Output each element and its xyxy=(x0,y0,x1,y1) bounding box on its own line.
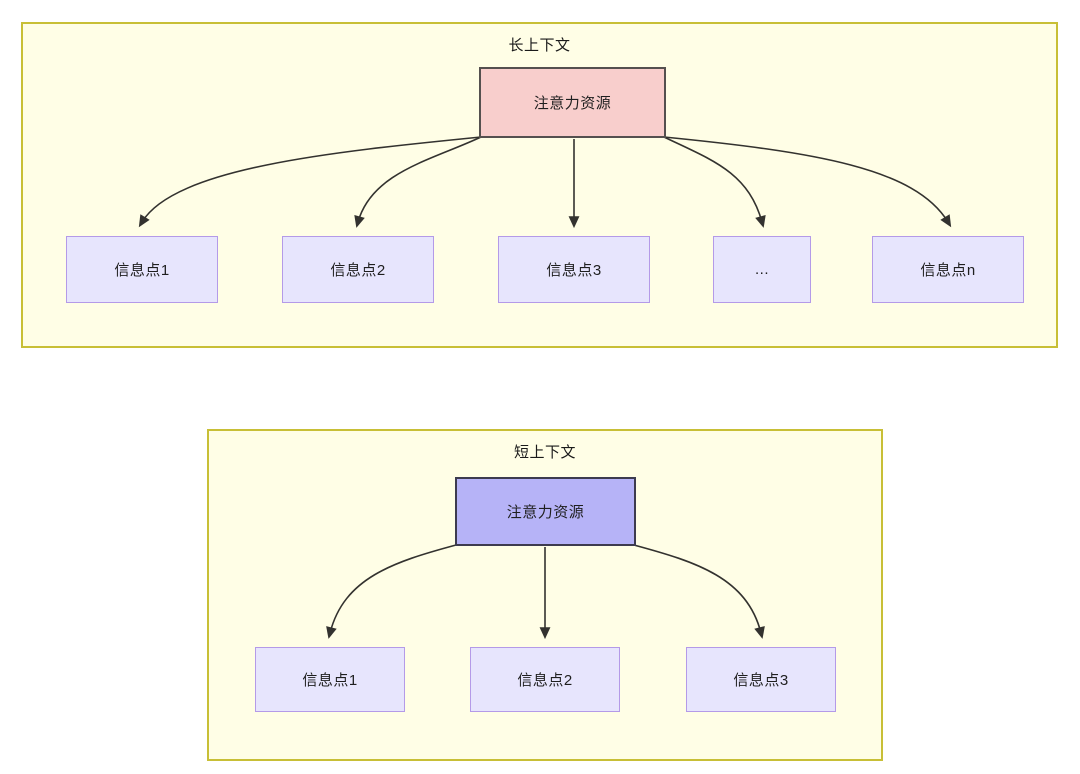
node-long-info-ellipsis[interactable]: ... xyxy=(713,236,811,303)
node-long-info-1-label: 信息点1 xyxy=(114,262,170,279)
node-long-info-n-label: 信息点n xyxy=(920,262,976,279)
node-short-attention-resource[interactable]: 注意力资源 xyxy=(455,477,636,546)
node-long-info-n[interactable]: 信息点n xyxy=(872,236,1024,303)
node-long-info-2-label: 信息点2 xyxy=(330,262,386,279)
node-short-info-2[interactable]: 信息点2 xyxy=(470,647,620,712)
node-long-info-3[interactable]: 信息点3 xyxy=(498,236,650,303)
panel-short-context-title: 短上下文 xyxy=(513,444,576,461)
node-long-info-3-label: 信息点3 xyxy=(546,262,602,279)
node-short-info-3-label: 信息点3 xyxy=(733,672,789,689)
node-short-info-1-label: 信息点1 xyxy=(302,672,358,689)
node-long-info-ellipsis-label: ... xyxy=(754,261,769,278)
node-short-attention-resource-label: 注意力资源 xyxy=(506,504,585,521)
panel-long-context-title: 长上下文 xyxy=(508,37,571,54)
node-short-info-2-label: 信息点2 xyxy=(517,672,573,689)
node-long-attention-resource-label: 注意力资源 xyxy=(533,95,612,112)
node-long-info-1[interactable]: 信息点1 xyxy=(66,236,218,303)
node-long-attention-resource[interactable]: 注意力资源 xyxy=(479,67,666,138)
node-short-info-1[interactable]: 信息点1 xyxy=(255,647,405,712)
node-long-info-2[interactable]: 信息点2 xyxy=(282,236,434,303)
node-short-info-3[interactable]: 信息点3 xyxy=(686,647,836,712)
